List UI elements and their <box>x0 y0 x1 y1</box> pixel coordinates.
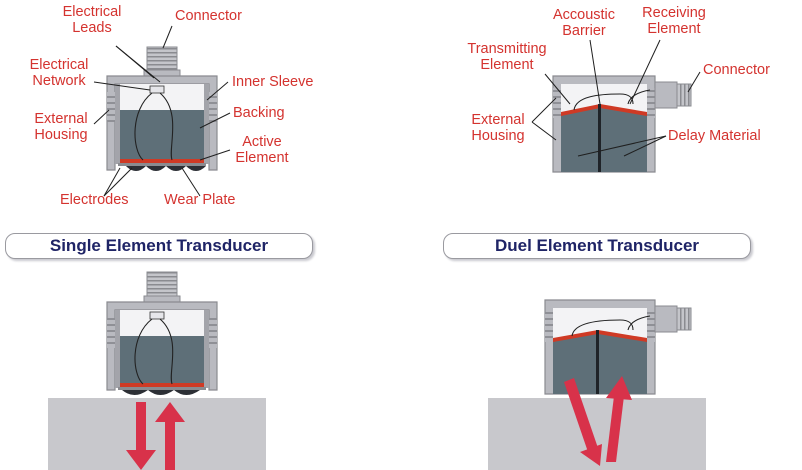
connector-threads <box>146 46 178 74</box>
label-backing: Backing <box>233 105 285 121</box>
backing <box>120 110 204 162</box>
single-leader-lines <box>93 25 231 197</box>
arrow-up-shaft <box>165 418 175 470</box>
label-external-housing: External Housing <box>34 111 88 143</box>
label-dual-external-housing: External Housing <box>471 112 525 144</box>
label-dual-connector: Connector <box>703 62 770 78</box>
electrical-network-box <box>149 85 165 94</box>
inner-sleeve-right <box>204 84 209 164</box>
arrow-down-shaft <box>136 402 146 454</box>
inner-sleeve-left <box>115 84 120 164</box>
dual-transducer-top <box>552 75 692 173</box>
label-transmitting-element: Transmitting Element <box>467 41 547 73</box>
label-electrical-leads: Electrical Leads <box>62 4 122 36</box>
housing-ribs-left <box>107 92 115 122</box>
label-delay-material: Delay Material <box>668 128 761 144</box>
label-inner-sleeve: Inner Sleeve <box>232 74 314 90</box>
single-transducer-top <box>106 46 218 171</box>
wear-plate <box>118 163 206 166</box>
single-sound-arrows <box>126 402 185 470</box>
label-electrodes: Electrodes <box>60 192 129 208</box>
label-connector: Connector <box>175 8 242 24</box>
label-active-element: Active Element <box>235 134 289 166</box>
single-on-part <box>48 271 266 470</box>
dual-on-part <box>488 299 706 470</box>
label-acoustic-barrier: Accoustic Barrier <box>552 7 616 39</box>
arrow-down-head <box>126 450 156 470</box>
dual-connector-threads <box>676 83 692 107</box>
label-wear-plate: Wear Plate <box>164 192 236 208</box>
label-receiving-element: Receiving Element <box>642 5 706 37</box>
piezo-elements <box>561 104 647 116</box>
dual-arrow-up-shaft <box>606 396 624 462</box>
dual-connector-body <box>654 81 678 109</box>
dual-arrow-up-head <box>606 376 632 400</box>
active-element <box>120 159 204 163</box>
lead-wire-1 <box>134 92 153 161</box>
label-electrical-network: Electrical Network <box>29 57 89 89</box>
caption-single-element: Single Element Transducer <box>5 233 313 259</box>
housing-ribs-right <box>209 92 217 122</box>
arrow-up-head <box>155 402 185 422</box>
lead-wire-2 <box>159 92 174 161</box>
bottom-lobes <box>126 166 206 171</box>
delay-material <box>561 106 647 172</box>
caption-dual-element: Duel Element Transducer <box>443 233 751 259</box>
dual-leader-lines <box>531 39 701 157</box>
acoustic-barrier <box>598 104 601 172</box>
dual-arrow-down-shaft <box>564 378 598 452</box>
dual-sound-arrows <box>564 376 632 466</box>
test-piece-left <box>48 398 266 470</box>
dual-arrow-down-head <box>580 444 602 466</box>
